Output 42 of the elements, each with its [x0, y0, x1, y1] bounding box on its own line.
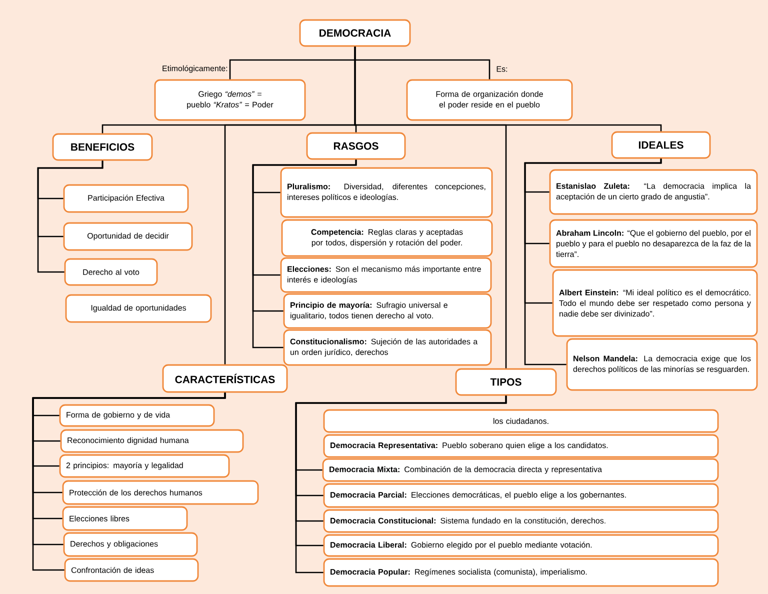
heading-box: CARACTERÍSTICAS	[162, 364, 288, 393]
concept-box: Democracia Mixta: Combinación de la democracia directa y representativa	[322, 458, 719, 482]
concept-box: Derechos y obligaciones	[63, 532, 198, 557]
concept-box: Derecho al voto	[64, 258, 158, 286]
concept-box: Estanislao Zuleta: “La democracia implica la aceptación de un cierto grado de angustia”.	[549, 169, 758, 215]
concept-box: Democracia Constitucional: Sistema fundado en la constitución, derechos.	[323, 509, 719, 533]
concept-box: Forma de organización donde el poder reside en el pueblo	[406, 79, 573, 121]
concept-box: Protección de los derechos humanos	[62, 480, 259, 505]
concept-box: Reconocimiento dignidad humana	[60, 429, 244, 453]
concept-box: Competencia: Reglas claras y aceptadas por todos, dispersión y rotación del poder.	[281, 219, 493, 257]
concept-box: Constitucionalismo: Sujeción de las autoridades a un orden jurídico, derechos	[283, 329, 492, 366]
concept-box: Democracia Parcial: Elecciones democráticas, el pueblo elige a los gobernantes.	[323, 483, 719, 508]
caption-text: Etimológicamente:	[162, 65, 228, 73]
heading-box: TIPOS	[455, 368, 557, 396]
concept-box: Elecciones: Son el mecanismo más importante entre interés e ideologías	[280, 257, 492, 293]
concept-box: Igualdad de oportunidades	[65, 294, 212, 323]
concept-box: Principio de mayoría: Sufragio universal e igualitario, todos tienen derecho al voto.	[283, 293, 492, 329]
connector-line	[524, 158, 662, 366]
concept-box: Griego “demos” = pueblo “Kratos” = Poder	[154, 79, 306, 121]
concept-box: Democracia Popular: Regímenes socialista (comunista), imperialismo.	[323, 558, 719, 587]
heading-box: IDEALES	[611, 131, 711, 159]
concept-box: Elecciones libres	[62, 506, 188, 531]
heading-box: RASGOS	[306, 132, 406, 160]
concept-box: Nelson Mandela: La democracia exige que los derechos políticos de las minorías se resguarden.	[566, 338, 758, 391]
concept-box: Democracia Liberal: Gobierno elegido por el pueblo mediante votación.	[323, 534, 719, 557]
connector-line	[37, 160, 104, 273]
connector-line	[354, 46, 507, 368]
concept-box: Abraham Lincoln: “Que el gobierno del pueblo, por el pueblo y para el pueblo no desaparezca de la faz de la tierra”.	[549, 219, 758, 268]
concept-box: Confrontación de ideas	[64, 558, 199, 582]
caption-text: Es:	[496, 66, 508, 72]
concept-box: Participación Efectiva	[63, 184, 189, 213]
concept-box: Pluralismo: Diversidad, diferentes concepciones, intereses políticos e ideologías.	[280, 167, 493, 218]
heading-box: BENEFICIOS	[52, 133, 153, 161]
concept-box: Forma de gobierno y de vida	[59, 404, 215, 427]
concept-box: Democracia Representativa: Pueblo soberano quien elige a los candidatos.	[323, 434, 719, 458]
concept-box: Oportunidad de decidir	[63, 222, 193, 251]
concept-box: 2 principios: mayoría y legalidad	[59, 454, 230, 478]
concept-box: Albert Einstein: “Mi ideal político es el democrático. Todo el mundo debe ser respetado como persona y nadie debe ser divinizado”.	[552, 269, 758, 337]
connector-line	[252, 160, 357, 348]
concept-box: los ciudadanos.	[323, 409, 719, 433]
connector-line	[295, 396, 507, 574]
heading-box: DEMOCRACIA	[299, 19, 411, 47]
